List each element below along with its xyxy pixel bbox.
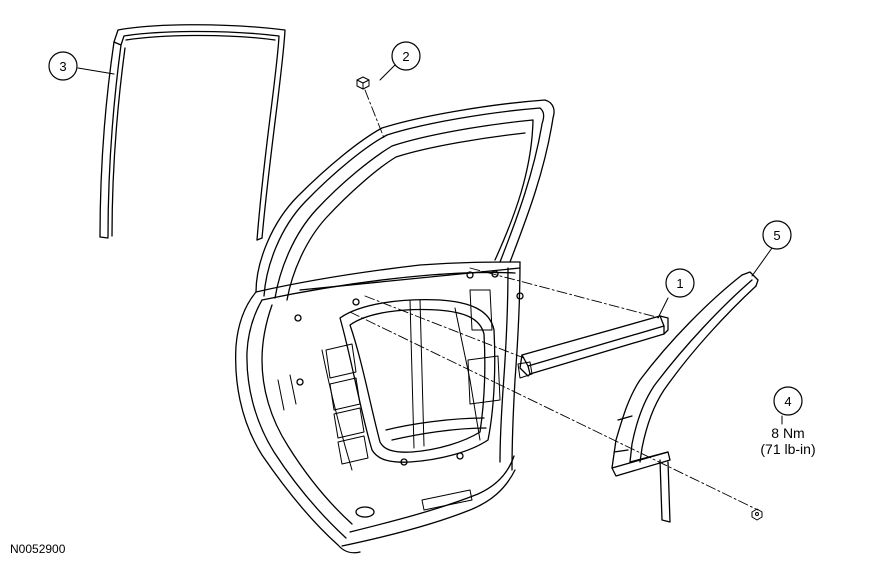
callout-2-label: 2 — [402, 49, 409, 64]
callout-3: 3 — [48, 51, 78, 81]
figure-id: N0052900 — [10, 542, 66, 556]
callout-leaders — [77, 63, 783, 425]
callout-4-label: 4 — [784, 394, 791, 409]
callout-4: 4 — [773, 386, 803, 416]
division-channel-part — [611, 271, 759, 523]
callout-5-label: 5 — [773, 228, 780, 243]
callout-1-label: 1 — [676, 276, 683, 291]
upper-weatherstrip-part — [99, 24, 286, 241]
alignment-lines — [349, 89, 759, 511]
belt-weatherstrip-part — [517, 315, 669, 379]
rear-door-shell — [235, 99, 555, 554]
screw-part-2 — [356, 76, 370, 90]
callout-3-label: 3 — [59, 59, 66, 74]
callout-2: 2 — [391, 41, 421, 71]
callout-5: 5 — [762, 220, 792, 250]
torque-nm: 8 Nm — [771, 425, 805, 441]
torque-spec: 8 Nm (71 lb-in) — [740, 425, 836, 457]
torque-lbin: (71 lb-in) — [760, 441, 816, 457]
nut-part-4 — [751, 508, 763, 521]
callout-1: 1 — [665, 268, 695, 298]
